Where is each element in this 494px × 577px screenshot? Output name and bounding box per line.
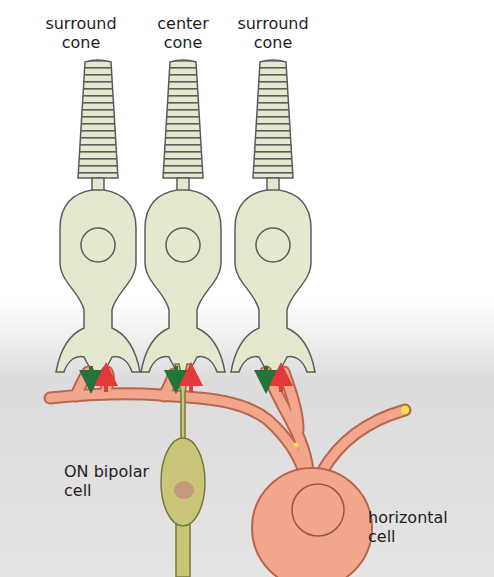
part-label: horizontal cell (368, 508, 480, 546)
horizontal-processes (50, 372, 405, 475)
part-label: surround cone (218, 14, 328, 52)
part-label: ON bipolar cell (64, 462, 160, 500)
part-label: center cone (136, 14, 230, 52)
horizontal-soma (252, 468, 372, 577)
part-label: surround cone (26, 14, 136, 52)
bipolar-cell-shape (161, 364, 205, 577)
